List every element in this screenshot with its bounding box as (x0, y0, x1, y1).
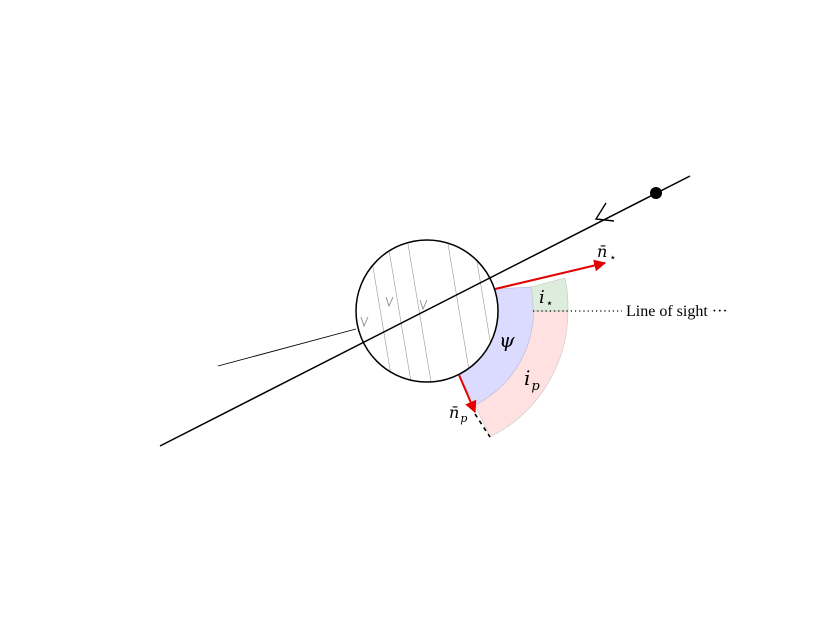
star-disk (356, 240, 498, 382)
star-outline (355, 239, 499, 383)
i-p-label: ip (524, 366, 540, 394)
i-star-label: i⋆ (539, 287, 553, 310)
n-p-label: n̄p (449, 403, 467, 425)
rotation-arrowheads (360, 296, 428, 328)
line-of-sight-label: Line of sight··· (626, 303, 728, 320)
psi-label: ψ (499, 328, 515, 352)
planet (650, 187, 662, 199)
orbit-line (159, 175, 691, 447)
n-p-vector (458, 374, 477, 414)
i-star-angle-wedge (530, 277, 569, 312)
orbit-direction-arrow (594, 202, 615, 222)
n-star-vector (494, 259, 607, 290)
n-star-label: n̄⋆ (597, 242, 616, 264)
projected-axis-line (217, 328, 357, 367)
